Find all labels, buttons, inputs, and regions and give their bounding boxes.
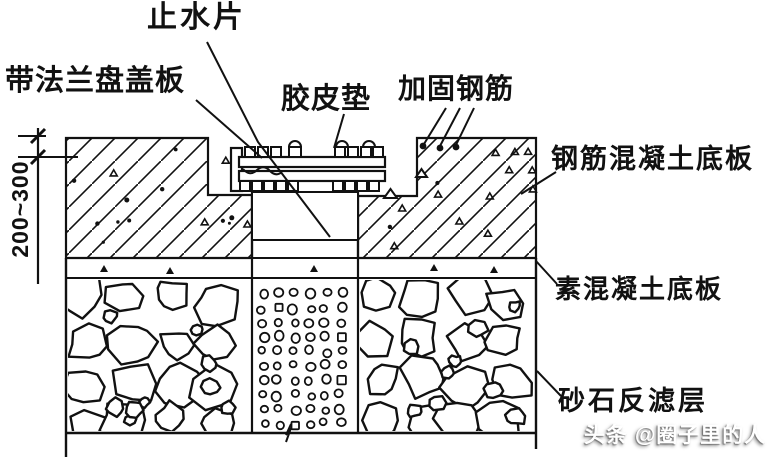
bottom-bolt-row [239,180,380,192]
recess-triangles [382,167,429,199]
joint-block [251,191,359,241]
waterstop-wave [242,166,283,176]
plain-concrete-bottom-slab-label: 素混凝土底板 [555,274,724,304]
rc-bottom-slab-label: 钢筋混凝土底板 [551,144,754,174]
reinforcing-rebar-label: 加固钢筋 [398,73,515,104]
waterstop-label: 止水片 [147,1,246,34]
rebar-leader [439,107,461,147]
rebar-leader [455,107,475,146]
rebar-leader [423,107,447,145]
leader-lines [195,41,562,397]
bolt-dome [334,140,350,148]
filter-layer-stones-right [360,280,533,431]
left-rc-slab-hatch [64,136,254,260]
filter-layer-leader [536,370,562,397]
left-flange-cap [229,146,244,193]
flange-cover-leader [195,99,263,159]
flange-cover-plate-label: 带法兰盘盖板 [5,65,186,97]
joint-gravel-strip [255,286,349,431]
dimension-tick [29,148,47,166]
band-triangles [100,264,498,274]
dimension-tick [29,127,47,145]
waterstop-clamp-assembly [229,140,387,193]
concrete-specks [71,146,538,250]
bolt-dome [287,140,303,148]
plain-slab-leader [535,260,558,285]
filter-layer-stones-left [68,280,239,431]
cover-plate-bottom [237,169,387,183]
sand-gravel-filter-layer-label: 砂石反滤层 [558,386,708,416]
dimension-lines [18,127,78,284]
rc-slab-leader [520,171,557,195]
top-bolt-row [244,140,384,158]
cover-plate-top [237,155,387,169]
watermark-text: 头条 @圈子里的人 [584,424,767,447]
rubber-pad-label: 胶皮垫 [281,83,372,115]
dimension-text: 200~300 [6,160,33,258]
bottom-break-mark [285,423,292,443]
plain-concrete-band-lines [66,257,536,279]
rebar-section-dots [419,142,460,152]
rubber-pad-leader [333,113,345,149]
bolt-dome [361,140,377,148]
waterstop-leader [206,41,331,238]
